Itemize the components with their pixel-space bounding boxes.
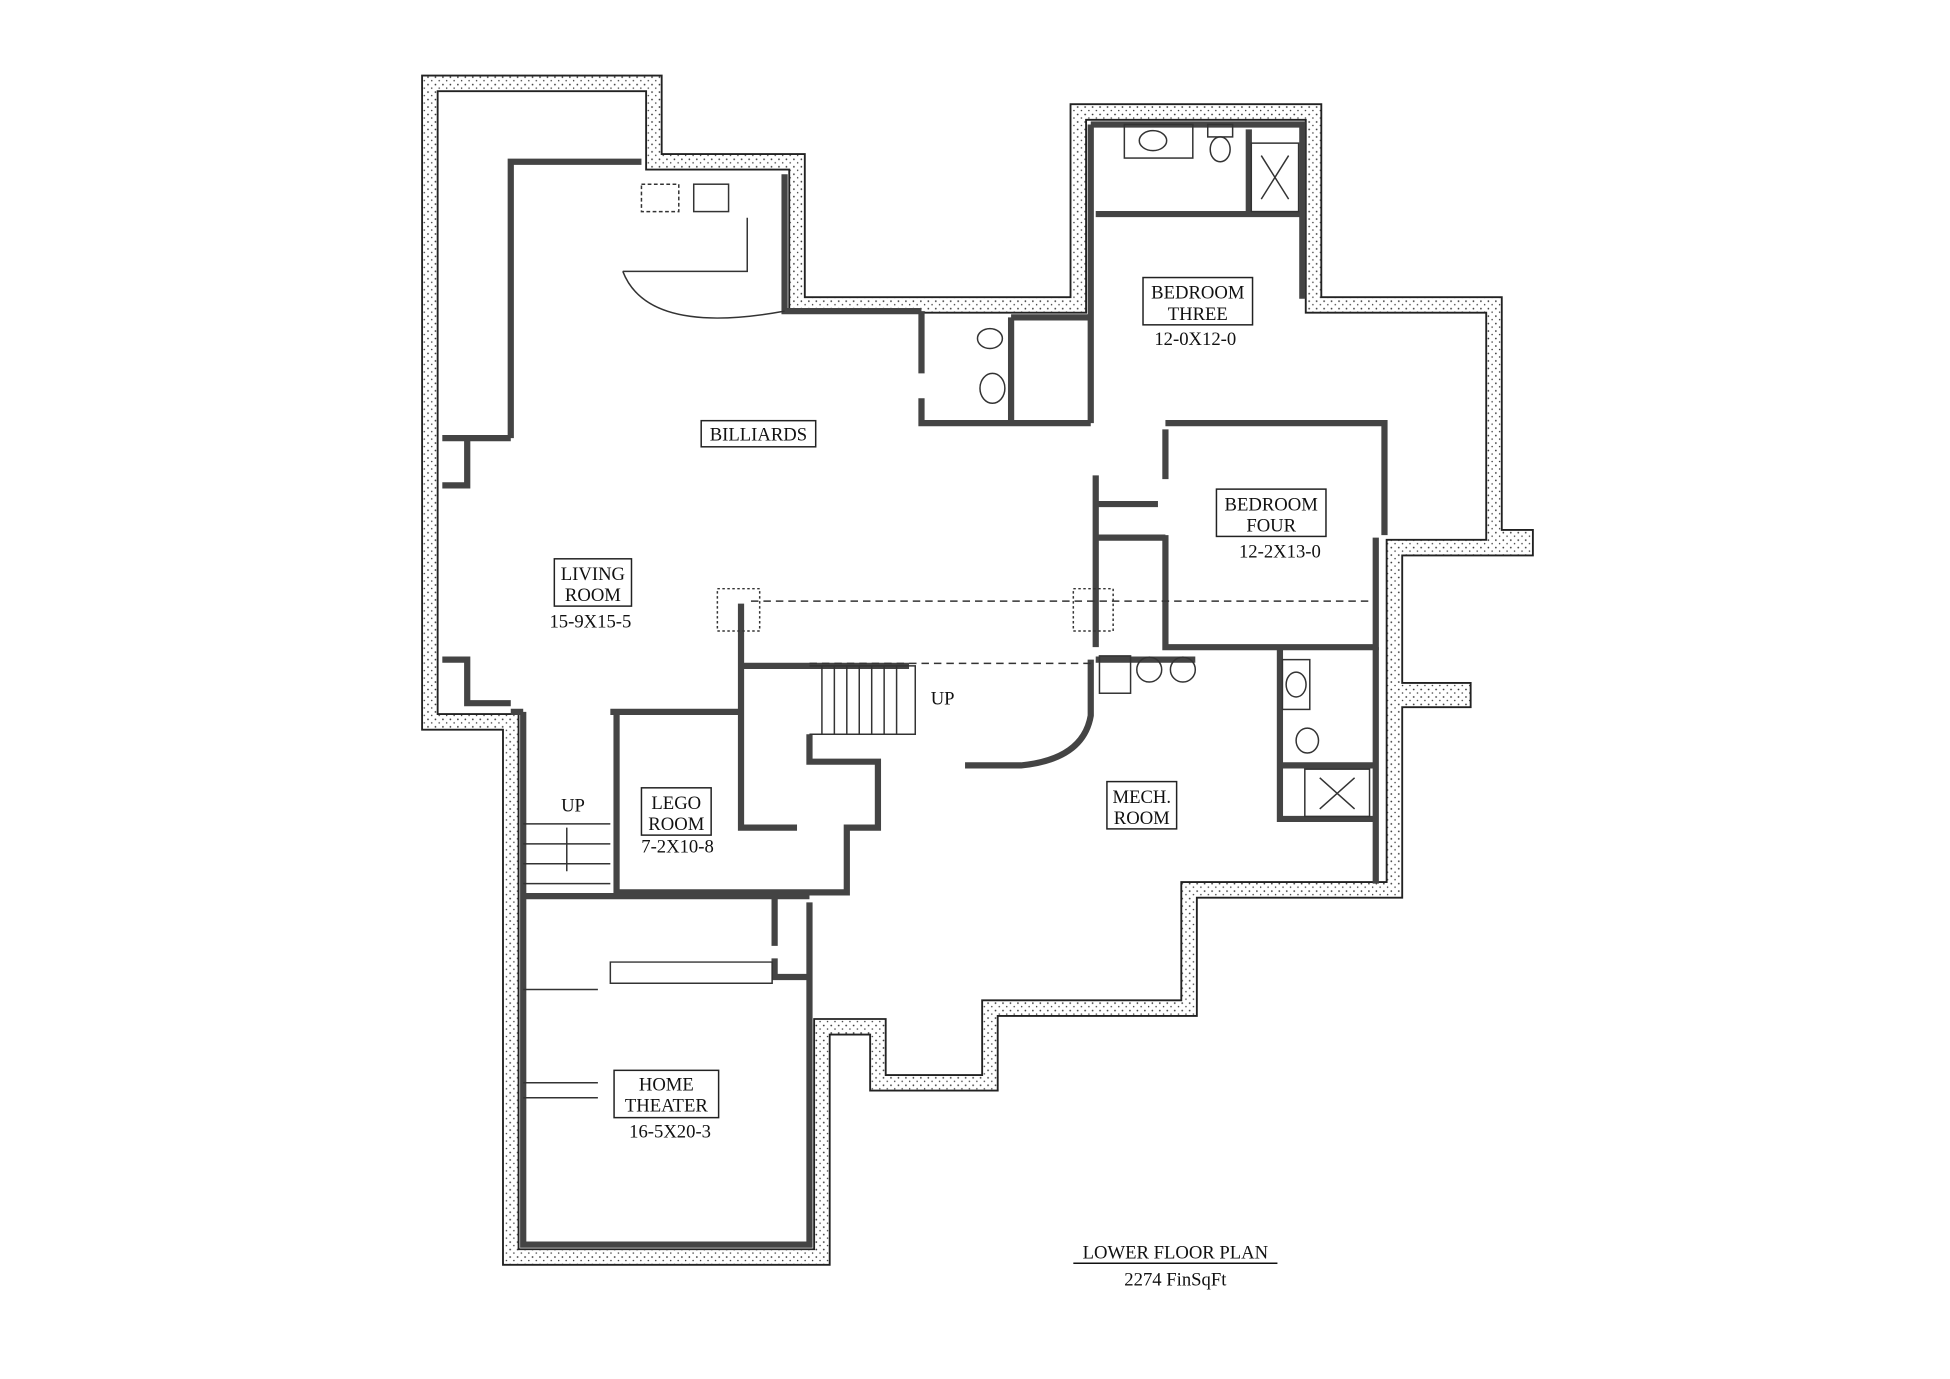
room-name: ROOM <box>565 585 621 606</box>
room-home-theater: HOME THEATER 16-5X20-3 <box>613 1069 720 1143</box>
room-bedroom-four: BEDROOM FOUR 12-2X13-0 <box>1215 488 1327 563</box>
room-name: BEDROOM <box>1225 494 1319 515</box>
room-name: LEGO <box>651 793 701 814</box>
room-billiards: BILLIARDS <box>700 419 817 448</box>
interior-walls <box>442 121 1388 1248</box>
room-name: HOME <box>639 1074 694 1095</box>
room-name: ROOM <box>1114 808 1170 829</box>
room-bedroom-three: BEDROOM THREE 12-0X12-0 <box>1142 276 1254 350</box>
foundation-wall <box>421 74 1534 1266</box>
room-name: THREE <box>1168 304 1228 325</box>
stair-up-label: UP <box>561 795 585 816</box>
fixtures <box>523 123 1371 1099</box>
room-size: 12-0X12-0 <box>1154 329 1236 350</box>
room-size: 12-2X13-0 <box>1239 542 1321 563</box>
room-mech: MECH. ROOM <box>1106 780 1178 830</box>
room-name: ROOM <box>648 814 704 835</box>
stair-up-label: UP <box>931 688 955 709</box>
room-size: 7-2X10-8 <box>641 837 714 858</box>
plan-title: LOWER FLOOR PLAN 2274 FinSqFt <box>1073 1242 1278 1291</box>
plan-area: 2274 FinSqFt <box>1124 1270 1227 1291</box>
room-name: MECH. <box>1112 787 1171 808</box>
room-name: FOUR <box>1246 515 1296 536</box>
room-size: 16-5X20-3 <box>629 1122 711 1143</box>
plan-heading: LOWER FLOOR PLAN <box>1083 1242 1269 1263</box>
room-name: THEATER <box>625 1095 708 1116</box>
room-lego: LEGO ROOM 7-2X10-8 <box>640 787 714 858</box>
room-living: LIVING ROOM 15-9X15-5 <box>549 558 633 632</box>
room-name: BILLIARDS <box>710 425 807 446</box>
room-name: BEDROOM <box>1151 283 1245 304</box>
room-name: LIVING <box>561 564 625 585</box>
room-size: 15-9X15-5 <box>549 611 631 632</box>
